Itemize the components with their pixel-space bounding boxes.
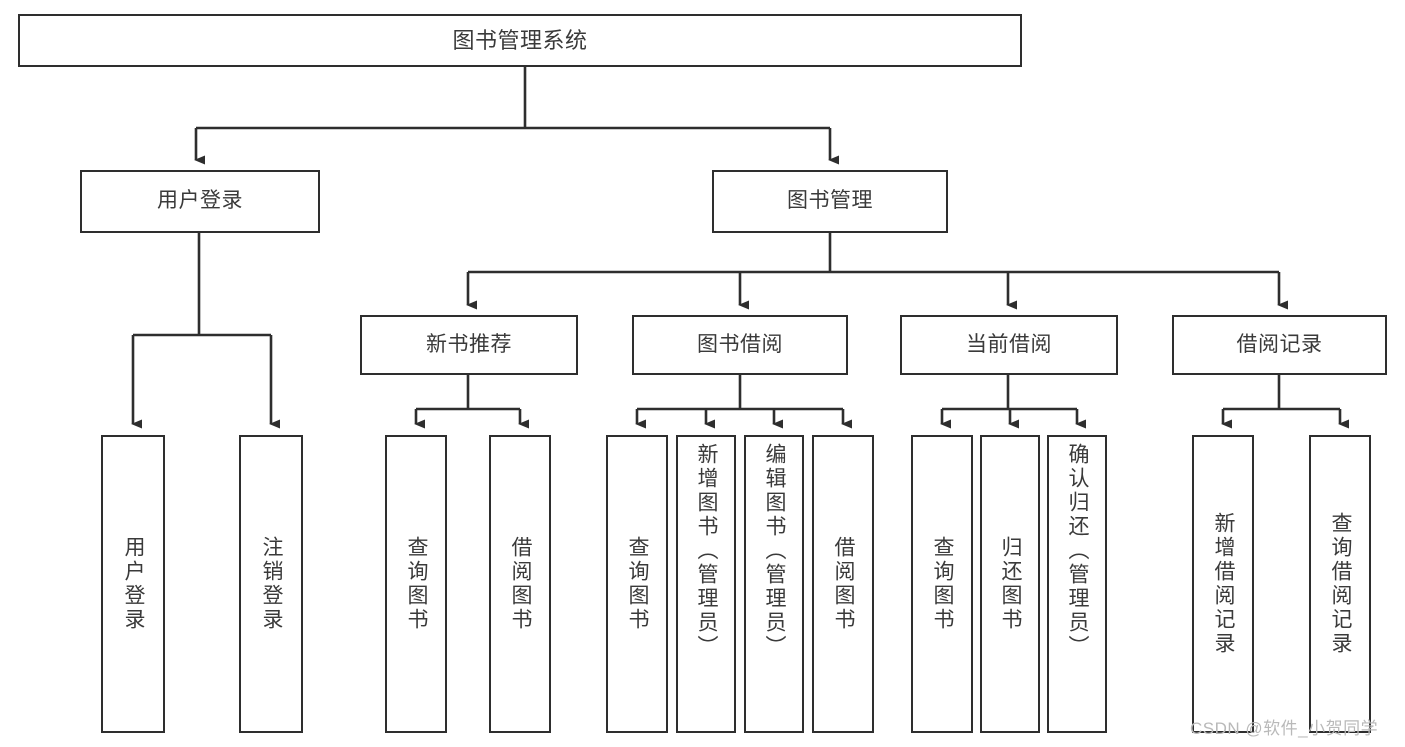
node-current-borrow[interactable]: 当前借阅 — [900, 315, 1118, 375]
node-leaf-query-book-1[interactable]: 查询图书 — [385, 435, 447, 733]
node-label: 归还图书 — [999, 536, 1023, 632]
node-label: 新书推荐 — [426, 332, 512, 356]
node-leaf-confirm-return[interactable]: 确认归还（管理员） — [1047, 435, 1107, 733]
node-leaf-return-book[interactable]: 归还图书 — [980, 435, 1040, 733]
node-book-borrow[interactable]: 图书借阅 — [632, 315, 848, 375]
node-leaf-query-book-3[interactable]: 查询图书 — [911, 435, 973, 733]
node-label: 查询图书 — [931, 536, 955, 632]
node-leaf-borrow-book-1[interactable]: 借阅图书 — [489, 435, 551, 733]
node-label: 借阅记录 — [1236, 332, 1323, 356]
node-leaf-query-book-2[interactable]: 查询图书 — [606, 435, 668, 733]
node-borrow-record[interactable]: 借阅记录 — [1172, 315, 1387, 375]
node-label: 图书管理 — [787, 189, 873, 213]
node-label: 注销登录 — [260, 536, 284, 632]
node-label: 编辑图书（管理员） — [763, 443, 787, 659]
node-label: 查询借阅记录 — [1329, 512, 1353, 656]
node-label: 查询图书 — [626, 536, 650, 632]
node-leaf-query-record[interactable]: 查询借阅记录 — [1309, 435, 1371, 733]
node-leaf-edit-book[interactable]: 编辑图书（管理员） — [744, 435, 804, 733]
node-label: 新增借阅记录 — [1212, 512, 1236, 656]
node-leaf-add-book[interactable]: 新增图书（管理员） — [676, 435, 736, 733]
node-label: 用户登录 — [122, 536, 146, 632]
node-label: 确认归还（管理员） — [1066, 443, 1090, 659]
node-book-management-system[interactable]: 图书管理系统 — [18, 14, 1022, 67]
node-leaf-logout-login[interactable]: 注销登录 — [239, 435, 303, 733]
node-new-book-recommend[interactable]: 新书推荐 — [360, 315, 578, 375]
node-label: 借阅图书 — [832, 536, 856, 632]
node-label: 图书管理系统 — [452, 27, 588, 53]
node-label: 借阅图书 — [509, 536, 533, 632]
node-label: 新增图书（管理员） — [695, 443, 719, 659]
node-label: 当前借阅 — [966, 332, 1052, 356]
node-leaf-add-record[interactable]: 新增借阅记录 — [1192, 435, 1254, 733]
csdn-watermark: CSDN @软件_小贺同学 — [1190, 719, 1379, 738]
node-book-management[interactable]: 图书管理 — [712, 170, 948, 233]
node-user-login[interactable]: 用户登录 — [80, 170, 320, 233]
node-label: 查询图书 — [405, 536, 429, 632]
node-leaf-user-login[interactable]: 用户登录 — [101, 435, 165, 733]
node-label: 图书借阅 — [697, 332, 783, 356]
node-label: 用户登录 — [157, 189, 243, 213]
node-leaf-borrow-book-2[interactable]: 借阅图书 — [812, 435, 874, 733]
